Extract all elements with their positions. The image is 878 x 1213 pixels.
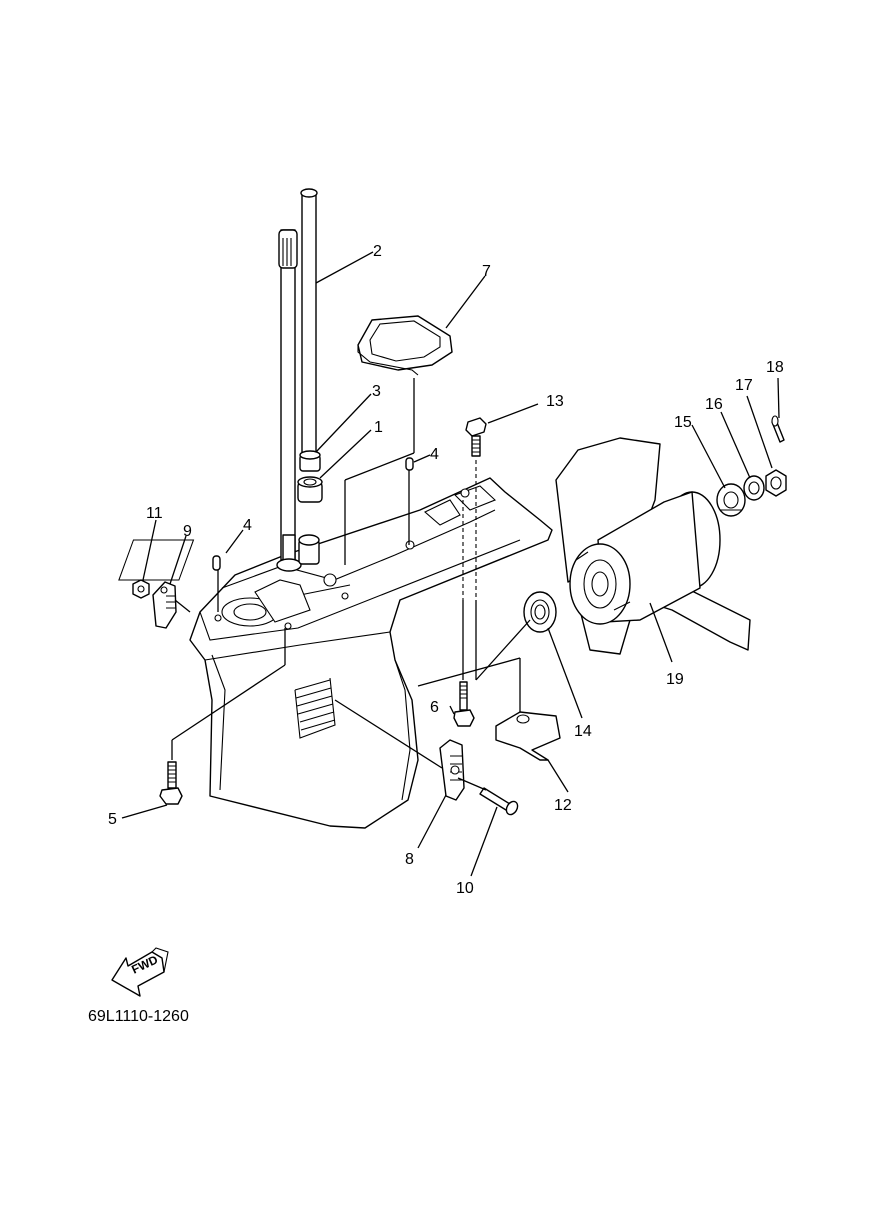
washer-15: [716, 483, 746, 517]
shaft-long: [276, 229, 302, 572]
callout-9: 9: [183, 523, 192, 540]
callout-1: 1: [374, 419, 383, 436]
callout-14: 14: [574, 723, 592, 740]
anode-12: [495, 711, 561, 761]
callout-18: 18: [766, 359, 784, 376]
callout-6: 6: [430, 699, 439, 716]
callout-4b: 4: [430, 446, 439, 463]
bushing-3: [299, 450, 321, 472]
callout-4a: 4: [243, 517, 252, 534]
callout-11: 11: [146, 505, 163, 522]
callout-16: 16: [705, 396, 723, 413]
callout-10: 10: [456, 880, 474, 897]
callout-13: 13: [546, 393, 564, 410]
bolt-6: [453, 681, 475, 727]
fwd-arrow-icon: FWD: [111, 947, 169, 997]
gasket-7: [357, 315, 453, 376]
nut-11: [132, 579, 150, 599]
callout-17: 17: [735, 377, 753, 394]
shaft-tube: [300, 188, 318, 459]
seal-1: [297, 476, 323, 503]
cotter-pin-18: [771, 415, 785, 443]
callout-19: 19: [666, 671, 684, 688]
anode-8: [439, 739, 465, 801]
callout-15: 15: [674, 414, 692, 431]
nut-17: [765, 469, 787, 497]
screw-10: [479, 787, 519, 816]
dowel-pin-4b: [405, 457, 414, 471]
spacer-14: [523, 591, 557, 633]
washer-16: [743, 475, 765, 501]
leader-lines: [121, 251, 780, 877]
anode-9: [152, 581, 177, 629]
callout-8: 8: [405, 851, 414, 868]
bolt-13: [465, 417, 487, 457]
bolt-5: [159, 761, 183, 805]
shaft-housing-base: [298, 534, 320, 565]
part-code: 69L1110-1260: [88, 1008, 189, 1025]
callout-labels: 1 2 3 4 4 5 6 7 8 9 10 11 12 13 14 15 16…: [108, 243, 784, 897]
callout-7: 7: [482, 263, 491, 280]
callout-5: 5: [108, 811, 117, 828]
callout-12: 12: [554, 797, 572, 814]
dowel-pin-4a: [212, 555, 221, 571]
propeller-19: [555, 437, 751, 655]
callout-3: 3: [372, 383, 381, 400]
callout-2: 2: [373, 243, 382, 260]
